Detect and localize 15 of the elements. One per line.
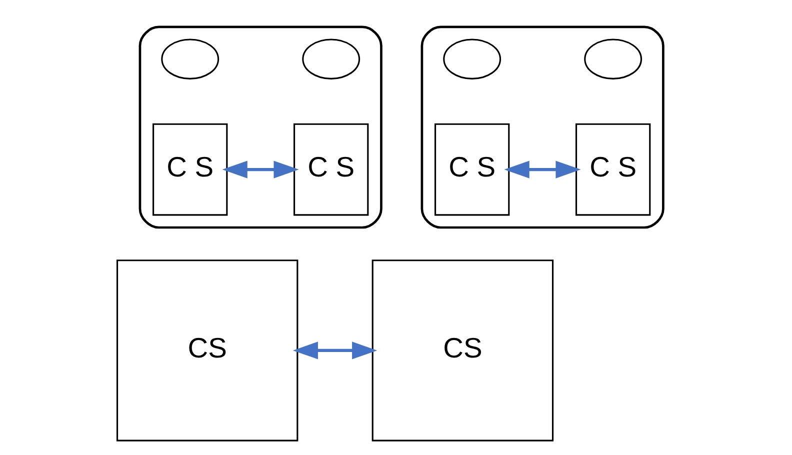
arrow: [504, 160, 580, 178]
node-cloud: [302, 38, 360, 80]
node-cloud: [160, 38, 219, 80]
node-cloud: [584, 38, 642, 80]
arrow: [292, 342, 377, 360]
cluster: [420, 26, 664, 229]
cluster: [138, 26, 382, 229]
node-box: CS: [116, 260, 298, 442]
node-box: CS: [371, 260, 554, 442]
arrow: [222, 160, 298, 178]
node-box: C S: [434, 123, 510, 216]
node-box: C S: [574, 123, 650, 216]
node-cloud: [442, 38, 501, 80]
node-box: C S: [293, 123, 368, 216]
node-box: C S: [152, 123, 228, 216]
